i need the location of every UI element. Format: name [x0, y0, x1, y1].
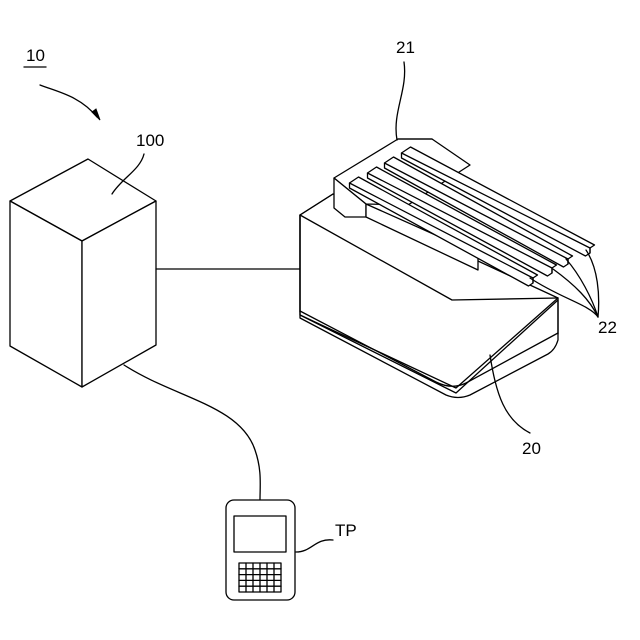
pendant-cable: [124, 365, 260, 500]
label-upper-unit-21: 21: [396, 38, 415, 57]
upper-unit-leader-line: [396, 62, 405, 140]
rail-leader-2: [553, 269, 598, 317]
system-arrowhead: [92, 109, 100, 120]
label-machine-20: 20: [522, 439, 541, 458]
label-controller-100: 100: [136, 131, 164, 150]
system-pointer-arrow: [40, 85, 97, 117]
controller-box: [10, 159, 156, 387]
pendant-screen: [234, 516, 286, 552]
teach-pendant: [226, 500, 295, 600]
label-pendant-tp: TP: [335, 521, 357, 540]
pendant-leader-line: [296, 540, 333, 552]
label-rails-22: 22: [598, 318, 617, 337]
label-system-10: 10: [26, 46, 45, 65]
